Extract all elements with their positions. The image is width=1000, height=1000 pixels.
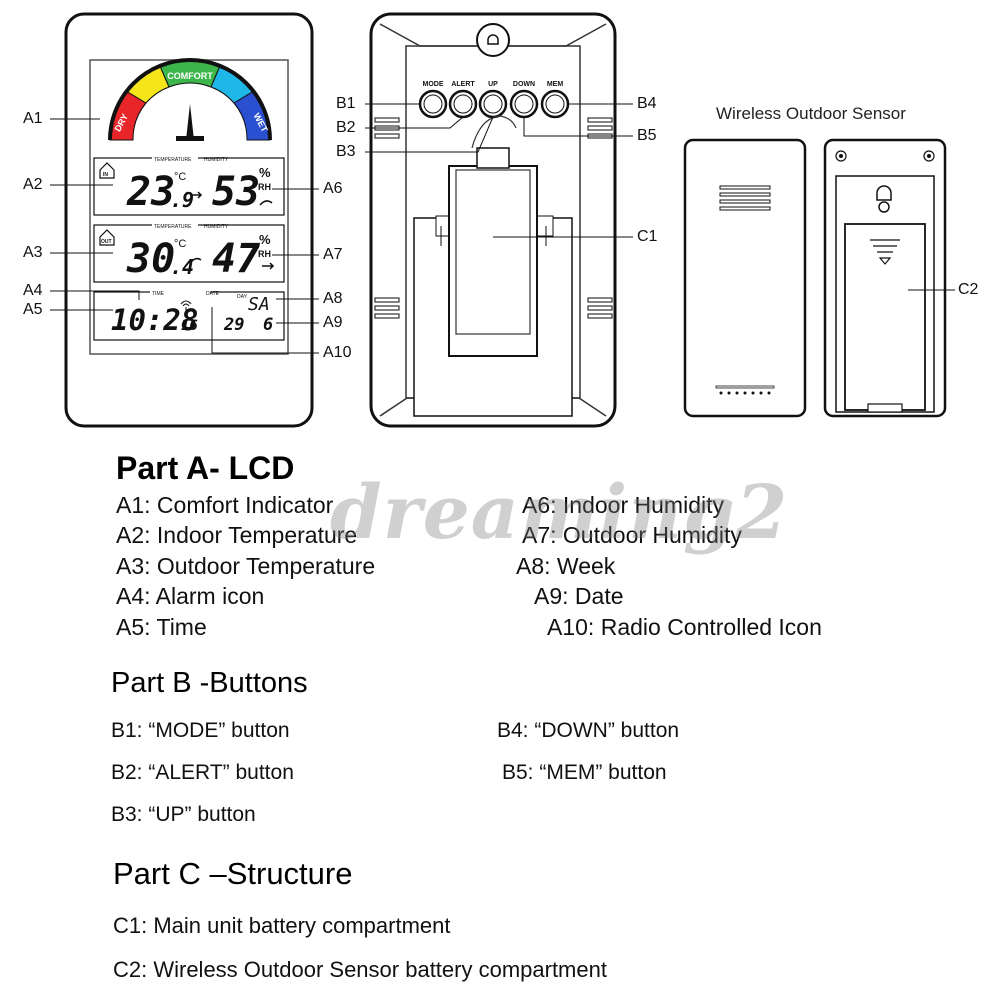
outdoor-temp-trend (189, 257, 202, 264)
down-button[interactable] (509, 89, 539, 119)
callout-a1: A1 (23, 110, 43, 127)
up-button[interactable] (478, 89, 508, 119)
button-row: MODE ALERT UP DOWN MEM (418, 81, 570, 119)
outdoor-rh: RH (258, 249, 271, 259)
a-item-9: A9: Date (534, 583, 624, 609)
indoor-pct: % (259, 165, 271, 180)
comfort-pointer (186, 104, 194, 140)
battery-compartment-door (448, 165, 538, 357)
a-item-10: A10: Radio Controlled Icon (547, 614, 822, 640)
indoor-humidity-trend (259, 200, 273, 206)
callout-b5: B5 (637, 127, 657, 144)
c-item-2: C2: Wireless Outdoor Sensor battery comp… (113, 957, 607, 982)
time-label: TIME (152, 291, 165, 297)
radio-controlled-icon (180, 300, 192, 316)
date-label: DATE (206, 291, 220, 297)
outdoor-temp-decimal: .4 (170, 255, 194, 279)
a-item-1: A1: Comfort Indicator (116, 492, 334, 518)
outdoor-temp-value: 30 (126, 236, 175, 282)
callout-a2: A2 (23, 176, 43, 193)
callout-a9: A9 (323, 314, 343, 331)
week-value: SA (248, 294, 270, 315)
callout-a10: A10 (323, 344, 352, 361)
indoor-temp-unit: °C (174, 171, 186, 183)
sensor-battery-door (844, 223, 926, 411)
c-item-1: C1: Main unit battery compartment (113, 913, 451, 938)
callout-c1: C1 (637, 228, 658, 245)
watermark: dreaming2 (330, 470, 789, 556)
b-item-3: B3: “UP” button (111, 803, 256, 826)
part-b-title: Part B -Buttons (111, 667, 308, 699)
outdoor-icon-label: OUT (101, 239, 112, 245)
time-value: 10:28 (111, 303, 198, 337)
down-button-label: DOWN (513, 81, 535, 88)
callout-b4: B4 (637, 95, 657, 112)
a-item-6: A6: Indoor Humidity (522, 492, 724, 518)
indoor-temp-trend (190, 191, 203, 199)
callout-c2: C2 (958, 281, 979, 298)
product-diagram: COMFORT DRY WET TEMPERATURE HUMIDITY IN … (50, 12, 955, 428)
seconds-value: 16 (181, 318, 198, 334)
outdoor-humidity-value: 47 (212, 236, 260, 282)
a-item-3: A3: Outdoor Temperature (116, 553, 376, 579)
callout-a7: A7 (323, 246, 343, 263)
b-item-2: B2: “ALERT” button (111, 761, 294, 784)
outdoor-humidity-header: HUMIDITY (204, 224, 229, 230)
date-day-value: 29 (223, 315, 244, 335)
callout-a5: A5 (23, 301, 43, 318)
b-item-4: B4: “DOWN” button (497, 719, 680, 742)
callout-b3: B3 (336, 143, 356, 160)
callout-a6: A6 (323, 180, 343, 197)
a-item-2: A2: Indoor Temperature (116, 522, 358, 548)
a-item-5: A5: Time (116, 614, 207, 640)
b-item-1: B1: “MODE” button (111, 719, 290, 742)
part-c-title: Part C –Structure (113, 856, 353, 891)
alert-button[interactable] (448, 89, 478, 119)
mode-button[interactable] (418, 89, 448, 119)
up-button-label: UP (488, 81, 498, 88)
indoor-rh: RH (258, 182, 271, 192)
outdoor-temp-unit: °C (174, 238, 186, 250)
a-item-4: A4: Alarm icon (116, 583, 265, 609)
comfort-label: COMFORT (167, 71, 213, 81)
indoor-temp-value: 23 (126, 169, 175, 215)
outdoor-house-icon (99, 229, 115, 246)
indoor-humidity-header: HUMIDITY (204, 157, 229, 163)
outdoor-pct: % (259, 232, 271, 247)
indoor-house-icon (99, 162, 115, 179)
a-item-8: A8: Week (516, 553, 616, 579)
outdoor-panel: TEMPERATURE HUMIDITY OUT 30 .4 °C 47 % R… (93, 223, 285, 283)
part-a-title: Part A- LCD (116, 450, 295, 486)
time-date-panel: TIME DATE DAY 10:28 16 SA 29 6 (93, 290, 285, 341)
a-item-7: A7: Outdoor Humidity (522, 522, 742, 548)
day-label: DAY (237, 294, 248, 300)
outdoor-temp-header: TEMPERATURE (154, 224, 192, 230)
sensor-front (683, 138, 807, 418)
callout-b2: B2 (336, 119, 356, 136)
sensor-back (823, 138, 947, 418)
front-unit: COMFORT DRY WET TEMPERATURE HUMIDITY IN … (64, 12, 314, 428)
alert-button-label: ALERT (451, 81, 475, 88)
b-item-5: B5: “MEM” button (502, 761, 667, 784)
leader-lines (50, 103, 955, 354)
callout-b1: B1 (336, 95, 356, 112)
indoor-humidity-value: 53 (212, 169, 260, 215)
mem-button[interactable] (540, 89, 570, 119)
comfort-indicator: COMFORT DRY WET (108, 58, 272, 141)
indoor-temp-decimal: .9 (170, 188, 194, 212)
callout-a4: A4 (23, 282, 43, 299)
callout-a3: A3 (23, 244, 43, 261)
indoor-panel: TEMPERATURE HUMIDITY IN 23 .9 °C 53 % RH (93, 156, 285, 216)
outdoor-humidity-trend (262, 262, 275, 270)
indoor-temp-header: TEMPERATURE (154, 157, 192, 163)
indoor-icon-label: IN (103, 172, 108, 178)
back-unit: MODE ALERT UP DOWN MEM (369, 12, 617, 428)
mem-button-label: MEM (547, 81, 564, 88)
callout-a8: A8 (323, 290, 343, 307)
sensor-title: Wireless Outdoor Sensor (716, 104, 906, 123)
mode-button-label: MODE (423, 81, 444, 88)
date-month-value: 6 (263, 315, 273, 335)
